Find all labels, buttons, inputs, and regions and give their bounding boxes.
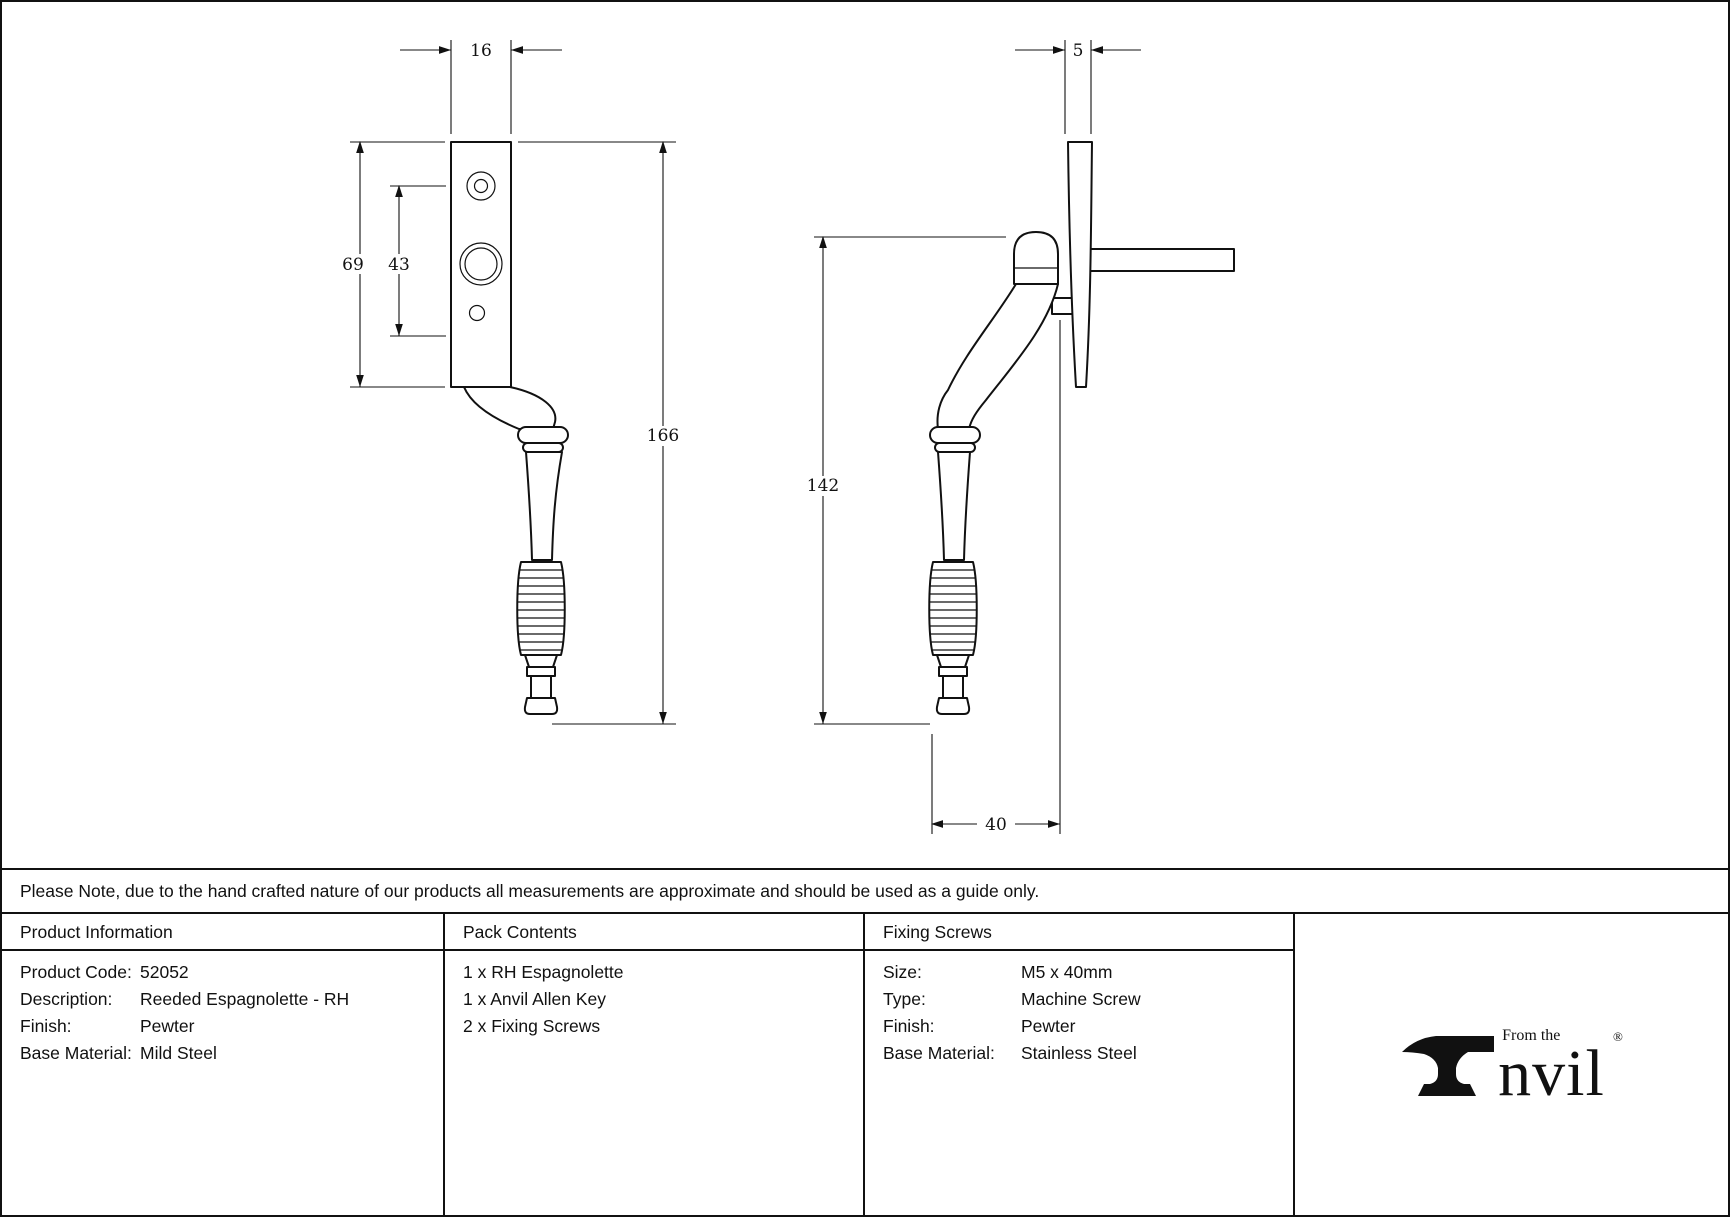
- side-stem: [937, 451, 971, 561]
- row-finish: Finish: Pewter: [20, 1016, 195, 1036]
- side-tip-base: [935, 697, 971, 715]
- dimensions-front: [336, 40, 684, 725]
- dim-front-plate-height: 69: [342, 255, 364, 275]
- dim-side-handle-depth: 40: [985, 815, 1007, 835]
- row-screw-type: Type: Machine Screw: [883, 989, 1141, 1009]
- front-handle-neck: [463, 386, 557, 430]
- header-fixing-screws: Fixing Screws: [865, 914, 1295, 951]
- front-view: [450, 141, 569, 715]
- front-reeded-grip: [516, 561, 566, 656]
- front-tip-base: [523, 697, 559, 715]
- dim-front-plate-width: 16: [470, 41, 492, 61]
- front-stem: [525, 451, 563, 561]
- front-backplate: [450, 141, 512, 388]
- header-product-information: Product Information: [2, 914, 445, 951]
- dim-side-handle-length: 142: [807, 476, 839, 496]
- cell-pack-contents: 1 x RH Espagnolette 1 x Anvil Allen Key …: [445, 951, 865, 1215]
- pack-item: 2 x Fixing Screws: [463, 1016, 601, 1036]
- row-base-material: Base Material: Mild Steel: [20, 1043, 217, 1063]
- note-text: Please Note, due to the hand crafted nat…: [20, 880, 1040, 901]
- anvil-icon: [1402, 1035, 1495, 1096]
- pack-item: 1 x RH Espagnolette: [463, 962, 624, 982]
- dim-front-overall-length: 166: [647, 426, 679, 446]
- front-screw-hole-top: [466, 171, 496, 201]
- anvil-logo: From the nvil ®: [1398, 1025, 1625, 1111]
- row-description: Description: Reeded Espagnolette - RH: [20, 989, 350, 1009]
- front-reeds: [517, 569, 565, 651]
- front-screw-hole-bottom: [468, 304, 486, 322]
- side-spindle: [1081, 248, 1235, 272]
- row-product-code: Product Code: 52052: [20, 962, 189, 982]
- row-screw-base-material: Base Material: Stainless Steel: [883, 1043, 1137, 1063]
- dimensions-side: [801, 40, 1141, 834]
- technical-drawing: 16 69 43 166 5 142 40: [2, 2, 1728, 868]
- note-row: Please Note, due to the hand crafted nat…: [2, 868, 1728, 914]
- side-tip-taper: [936, 654, 970, 668]
- side-collar: [929, 426, 981, 444]
- side-hub-cap: [1013, 231, 1059, 285]
- front-spindle-boss: [459, 242, 503, 286]
- front-collar: [517, 426, 569, 444]
- side-handle-neck: [936, 283, 1059, 430]
- cell-product-information: Product Code: 52052 Description: Reeded …: [2, 951, 445, 1215]
- logo-prefix: From the: [1502, 1027, 1561, 1045]
- info-table: Product Information Pack Contents Fixing…: [2, 914, 1728, 1215]
- row-screw-size: Size: M5 x 40mm: [883, 962, 1113, 982]
- logo-cell: From the nvil ®: [1295, 914, 1728, 1215]
- dim-front-hole-spacing: 43: [388, 255, 410, 275]
- registered-mark-icon: ®: [1612, 1029, 1623, 1045]
- side-reeds: [929, 569, 977, 651]
- side-backplate: [1067, 141, 1093, 388]
- side-view: [928, 141, 1235, 715]
- dim-side-plate-thickness: 5: [1073, 41, 1084, 61]
- header-pack-contents: Pack Contents: [445, 914, 865, 951]
- front-tip-taper: [524, 654, 558, 668]
- cell-fixing-screws: Size: M5 x 40mm Type: Machine Screw Fini…: [865, 951, 1295, 1215]
- logo-brand-text: nvil: [1498, 1037, 1605, 1111]
- side-reeded-grip: [928, 561, 978, 656]
- row-screw-finish: Finish: Pewter: [883, 1016, 1076, 1036]
- pack-item: 1 x Anvil Allen Key: [463, 989, 606, 1009]
